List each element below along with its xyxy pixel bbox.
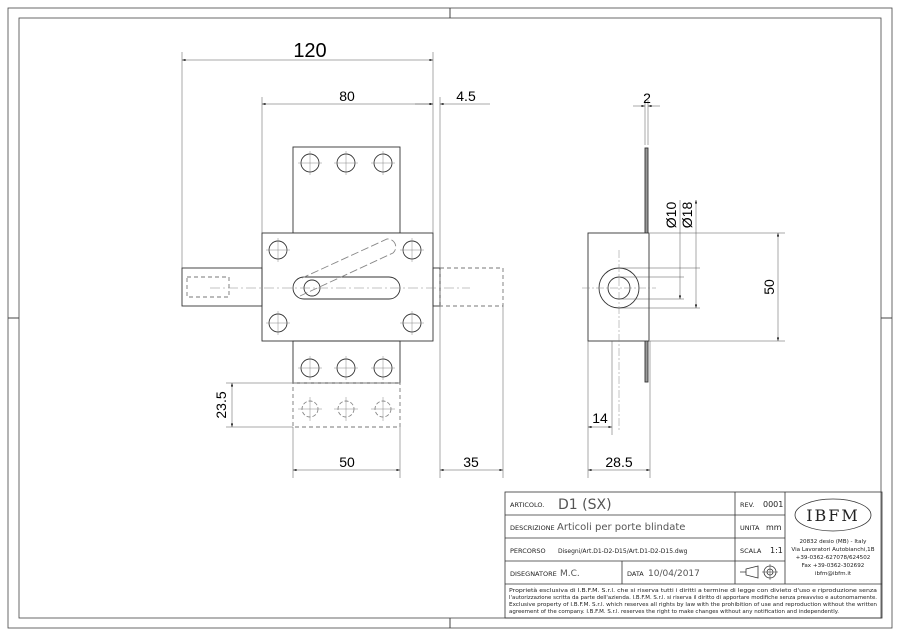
rev-label: REV. [740, 501, 754, 509]
disegnatore-value: M.C. [560, 569, 580, 579]
logo-text: IBFM [806, 506, 860, 525]
address-line: Fax +39-0362-302692 [802, 563, 865, 569]
side-view [582, 147, 656, 430]
articolo-value: D1 (SX) [558, 497, 612, 513]
scala-label: SCALA [740, 547, 762, 555]
bolt-extended [439, 267, 504, 307]
dim-120: 120 [293, 40, 326, 62]
dim-2: 2 [643, 90, 651, 106]
notice-line: l'autorizzazione scritta da parte dell'a… [509, 595, 877, 601]
bolt-stub [432, 267, 441, 307]
title-block [504, 491, 883, 619]
knob-slot-rotated [299, 238, 397, 297]
data-label: DATA [627, 570, 644, 578]
bolt-left [181, 267, 263, 307]
unita-label: UNITA [740, 524, 760, 532]
bottom-plate [292, 340, 401, 384]
data-value: 10/04/2017 [648, 569, 700, 579]
lock-body [261, 232, 434, 342]
rev-value: 0001 [763, 500, 783, 509]
dim-80: 80 [339, 88, 355, 104]
unita-value: mm [766, 523, 782, 532]
notice-line: Proprietà esclusiva di I.B.F.M. S.r.l. c… [509, 587, 877, 594]
notice-line: agreement of the company. I.B.F.M. S.r.l… [509, 609, 839, 615]
address-line: +39-0362-627078/624502 [796, 555, 871, 561]
dim-4-5: 4.5 [456, 88, 476, 104]
descrizione-label: DESCRIZIONE [510, 524, 555, 532]
dim-14: 14 [592, 410, 608, 426]
articolo-label: ARTICOLO. [510, 501, 544, 509]
descrizione-value: Articoli per porte blindate [557, 522, 685, 533]
dim-35: 35 [463, 454, 479, 470]
ibfm-logo [794, 498, 872, 532]
top-plate [292, 146, 401, 234]
dim-diam-10: Ø10 [663, 202, 679, 229]
percorso-label: PERCORSO [510, 547, 546, 555]
front-view [181, 146, 504, 428]
projection-symbol-icon [740, 565, 759, 579]
sheet-frame [7, 7, 893, 629]
dim-28-5: 28.5 [605, 454, 632, 470]
disegnatore-label: DISEGNATORE [510, 570, 557, 578]
dim-diam-18: Ø18 [679, 202, 695, 229]
dim-23-5: 23.5 [213, 391, 229, 418]
percorso-value: Disegni/Art.D1-D2-D15/Art.D1-D2-D15.dwg [558, 548, 688, 555]
dim-50-side: 50 [761, 279, 777, 295]
address-line: 20832 desio (MB) - Italy [800, 539, 868, 545]
scala-value: 1:1 [770, 546, 783, 555]
front-dimensions [181, 52, 504, 478]
bottom-plate-moved [292, 382, 401, 428]
side-body [587, 232, 650, 342]
address-line: Via Lavoratori Autobianchi,1B [791, 547, 874, 553]
notice-line: Exclusive property of I.B.F.M. S.r.l. wh… [509, 602, 877, 608]
dim-50-plate: 50 [339, 454, 355, 470]
address-line: ibfm@ibfm.it [815, 571, 852, 577]
side-dimensions [587, 100, 785, 478]
